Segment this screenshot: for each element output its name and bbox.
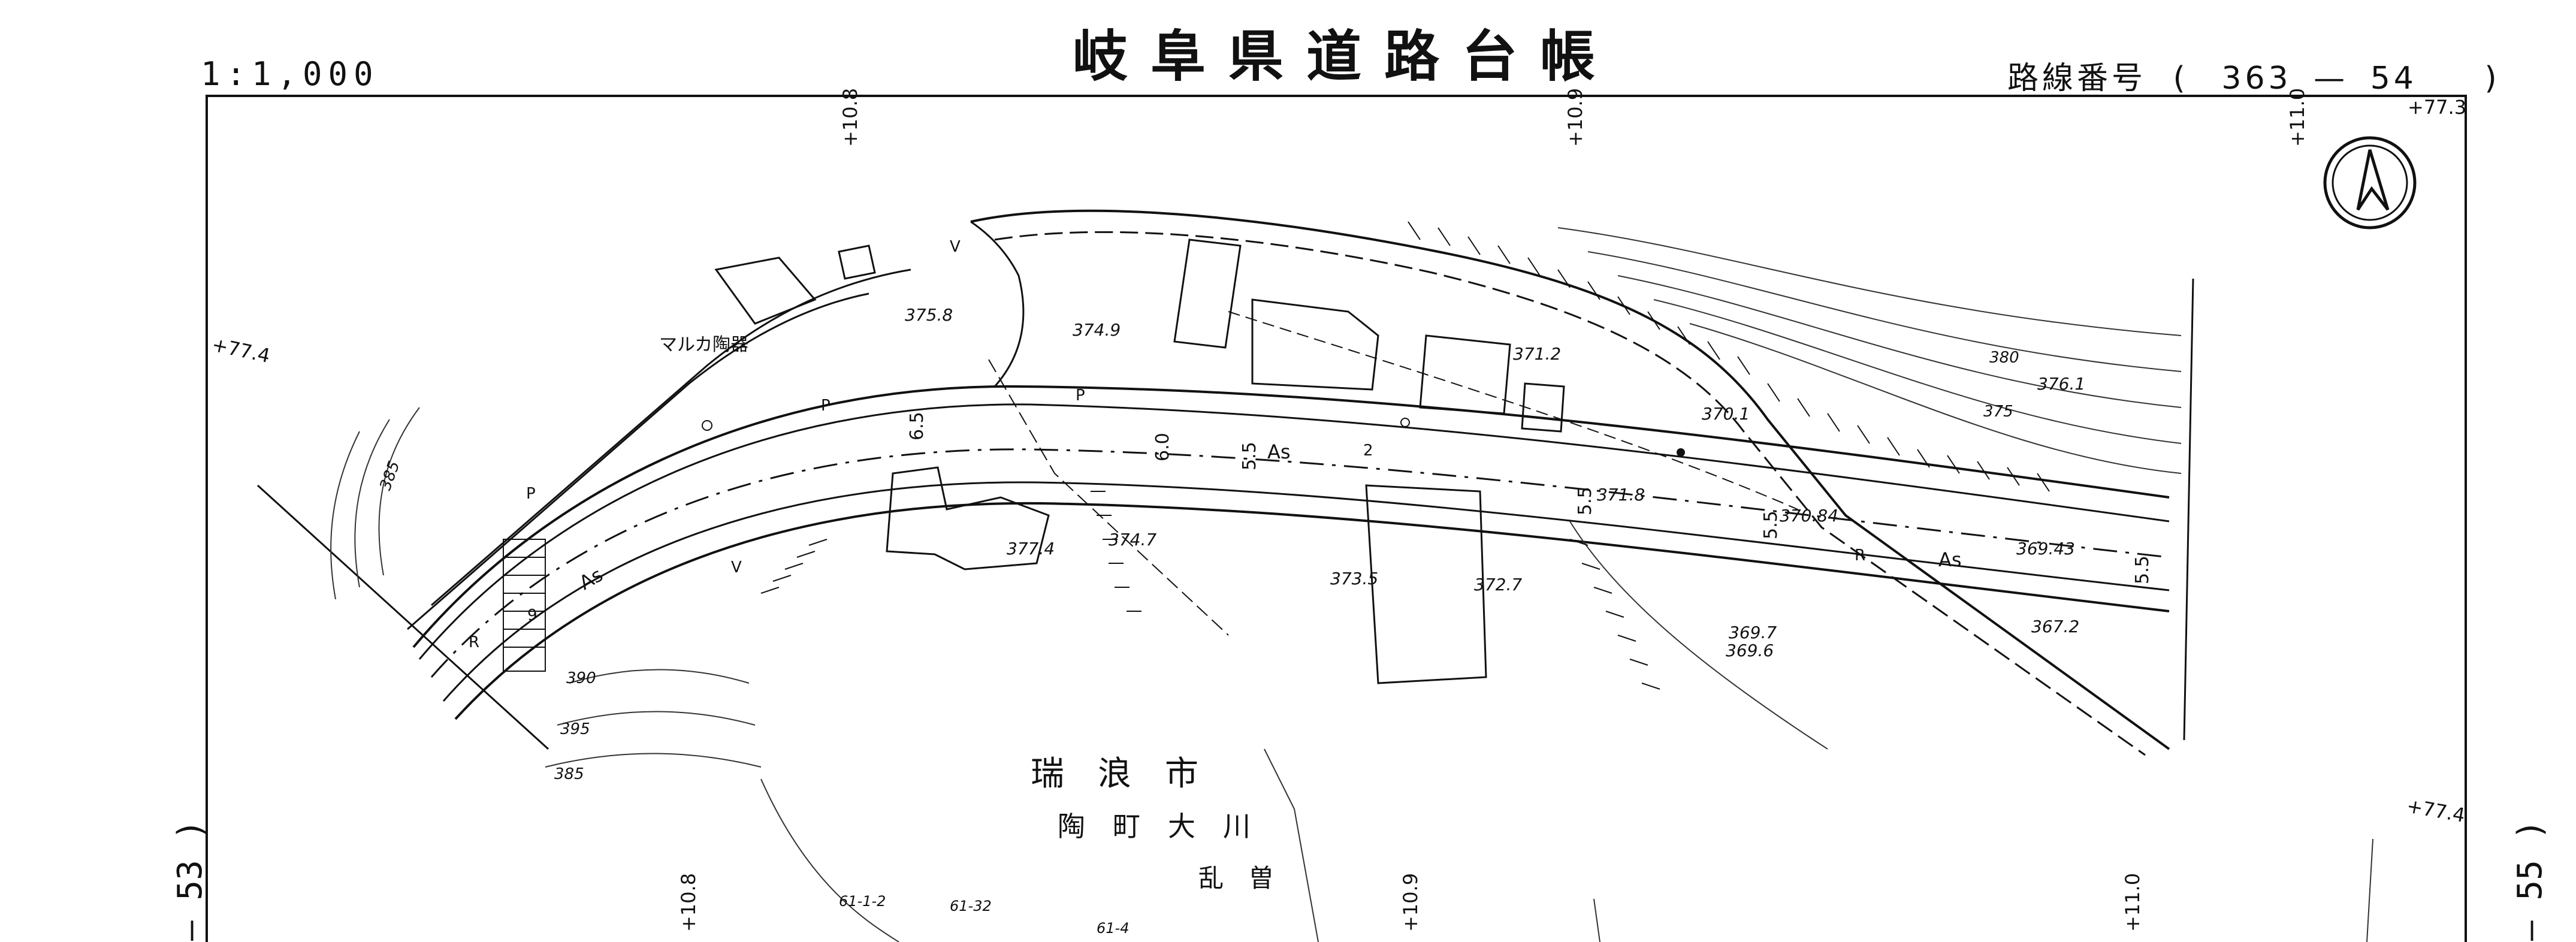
map-marker: P: [1076, 387, 1085, 404]
elevation-label: 371.2: [1513, 344, 1561, 364]
road-width: 5.5: [1239, 442, 1260, 470]
parcel-numbers: 61-1-2 61-32 61-4: [839, 893, 1129, 937]
page-title: 岐阜県道路台帳: [1073, 24, 1618, 89]
contour-values: 385 390 395 385 380 375: [376, 349, 2019, 783]
place-names: マルカ陶器 瑞 浪 市 陶 町 大 川 乱 曽: [659, 334, 1274, 893]
elevation-label: 369.7: [1729, 623, 1777, 642]
map-marker: 2: [1363, 442, 1373, 460]
parcel-number: 61-4: [1097, 920, 1129, 937]
pavement-labels: As As As: [575, 440, 1962, 594]
contour-label: 375: [1983, 403, 2013, 421]
route-open-paren: (: [2173, 61, 2189, 96]
map-marker: V: [950, 238, 961, 256]
grid-label: +77.4: [2405, 794, 2467, 826]
road-width: 5.5: [1760, 511, 1781, 539]
map-symbols: [503, 418, 1685, 672]
road-width: 5.5: [1575, 487, 1596, 515]
road-width: 5.5: [2132, 555, 2153, 584]
elevation-label: 370.84: [1780, 506, 1838, 526]
cut-line-left: [256, 484, 549, 750]
north-arrow-icon: [2323, 136, 2417, 230]
elevation-label: 377.4: [1007, 539, 1055, 558]
grid-label: +10.8: [677, 873, 700, 932]
elevation-points: 375.8 374.9 371.2 376.1 370.1 371.8 370.…: [905, 305, 2085, 660]
city-name: 瑞 浪 市: [1031, 754, 1198, 793]
road-width: 6.5: [907, 412, 928, 440]
pavement-label: As: [1267, 440, 1291, 463]
pavement-label: As: [1938, 548, 1962, 571]
cut-line-right: [2183, 278, 2194, 741]
elevation-label: 374.7: [1109, 530, 1156, 550]
map-marker: R: [469, 633, 479, 651]
map-marker: V: [731, 558, 742, 576]
contour-lines: [330, 227, 2373, 942]
town-name: 陶 町 大 川: [1058, 810, 1251, 843]
elevation-label: 372.7: [1474, 575, 1522, 594]
elevation-label: 369.6: [1726, 641, 1774, 660]
road-width-marks: 6.5 6.0 5.5 5.5 5.5 5.5: [907, 412, 2153, 584]
map-marker: 9: [527, 606, 537, 624]
route-dash: —: [2314, 61, 2349, 96]
parcel-number: 61-32: [950, 898, 992, 914]
slope-hatching: [760, 221, 2050, 690]
parcel-number: 61-1-2: [839, 893, 886, 910]
grid-label: +10.9: [1564, 88, 1587, 147]
map-marker: R: [1855, 547, 1865, 564]
main-road: [407, 209, 2170, 756]
grid-label: +11.0: [2286, 88, 2309, 147]
grid-label: +77.3: [2408, 96, 2466, 119]
route-number: 363: [2221, 61, 2292, 96]
elevation-label: 373.5: [1330, 569, 1378, 588]
elevation-label: 375.8: [905, 305, 953, 325]
elevation-label: 371.8: [1597, 485, 1645, 505]
grid-label: +11.0: [2121, 873, 2144, 932]
district-name: 乱 曽: [1198, 864, 1274, 893]
road-width: 6.0: [1152, 433, 1173, 461]
elevation-label: 370.1: [1702, 404, 1750, 424]
contour-label: 395: [560, 720, 590, 738]
elevation-label: 367.2: [2031, 617, 2079, 636]
route-label: 路線番号: [2007, 61, 2147, 96]
contour-label: 385: [376, 458, 403, 493]
grid-label: +77.4: [210, 333, 272, 368]
map-scale: 1:1,000: [201, 55, 379, 93]
route-number-block: 路線番号 ( 363 — 54 ): [2007, 53, 2500, 98]
grid-label: +10.9: [1399, 873, 1422, 932]
elevation-label: 376.1: [2037, 374, 2085, 394]
contour-label: 380: [1989, 349, 2019, 367]
grid-label: +10.8: [839, 88, 862, 147]
route-sub-number: 54: [2370, 61, 2417, 96]
shop-name: マルカ陶器: [659, 334, 748, 355]
map-frame: [206, 95, 2467, 942]
elevation-label: 369.43: [2016, 539, 2075, 558]
contour-label: 390: [566, 669, 596, 687]
map-marker: P: [821, 397, 831, 415]
route-close-paren: ): [2484, 61, 2500, 96]
buildings: [714, 238, 1565, 684]
grid-labels: +10.8 +10.9 +11.0 +77.3 +77.4 +10.8 +10.…: [210, 88, 2466, 932]
contour-label: 385: [554, 765, 584, 783]
elevation-label: 374.9: [1073, 320, 1121, 340]
map-marker: P: [526, 485, 536, 503]
pavement-label: As: [575, 563, 606, 594]
